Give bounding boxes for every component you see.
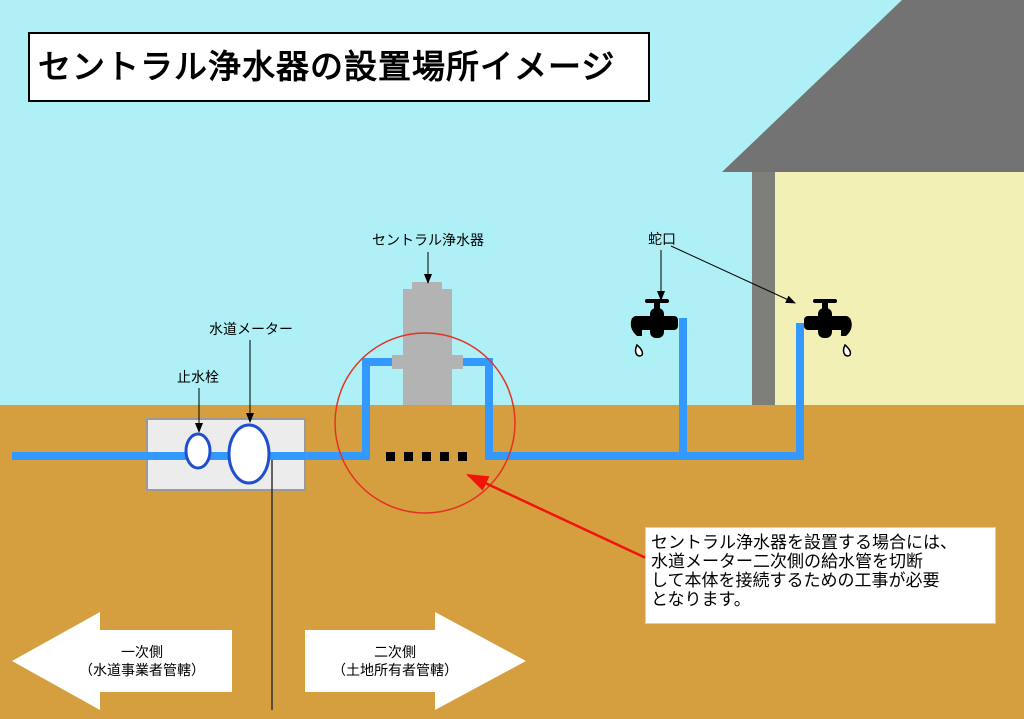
callout-text: セントラル浄水器を設置する場合には、 水道メーター二次側の給水管を切断 して本体… — [651, 534, 957, 610]
callout-line: して本体を接続するための工事が必要 — [651, 571, 940, 591]
purifier-cap — [412, 282, 442, 291]
callout-line: セントラル浄水器を設置する場合には、 — [651, 533, 957, 553]
house-wall — [752, 172, 1024, 405]
pipe-bypass-left — [362, 358, 400, 456]
purifier-body — [403, 289, 452, 405]
page-title: セントラル浄水器の設置場所イメージ — [38, 47, 616, 86]
faucet-left-icon — [630, 299, 678, 357]
central-purifier — [392, 282, 463, 405]
water-meter — [227, 423, 271, 485]
label-water-meter: 水道メーター — [209, 322, 293, 338]
purifier-port-right — [451, 355, 463, 369]
label-stop-valve: 止水栓 — [177, 370, 219, 386]
callout-box — [645, 527, 996, 624]
callout-line: となります。 — [651, 590, 751, 610]
highlight-circle — [334, 332, 516, 514]
pointer-faucet-right — [670, 245, 796, 304]
secondary-side-label: 二次側 （土地所有者管轄） — [315, 644, 475, 680]
label-purifier: セントラル浄水器 — [372, 233, 484, 249]
pipe-main-right — [485, 323, 804, 460]
pipe-bypass-right — [456, 358, 493, 456]
label-faucet: 蛇口 — [648, 232, 676, 248]
faucet-right-icon — [804, 299, 852, 357]
secondary-side-title: 二次側 — [374, 645, 416, 661]
house-roof — [722, 0, 1024, 172]
callout-line: 水道メーター二次側の給水管を切断 — [651, 552, 923, 572]
title-box — [28, 32, 650, 102]
stop-valve — [184, 432, 212, 470]
primary-side-label: 一次側 （水道事業者管轄） — [62, 644, 222, 680]
pipe-cut-marks — [386, 452, 467, 461]
primary-side-title: 一次側 — [121, 645, 163, 661]
purifier-port-left — [392, 355, 404, 369]
secondary-side-jurisdiction: （土地所有者管轄） — [332, 663, 458, 679]
secondary-side-arrow — [305, 612, 526, 710]
primary-side-jurisdiction: （水道事業者管轄） — [79, 663, 205, 679]
primary-side-arrow — [12, 612, 232, 710]
callout-arrow — [466, 473, 647, 560]
